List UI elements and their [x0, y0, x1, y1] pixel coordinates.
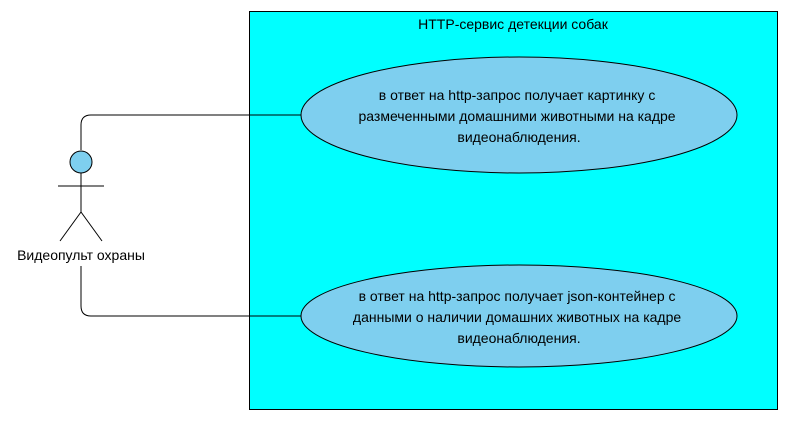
actor-right-leg: [80, 211, 103, 242]
use-case-ellipse: [300, 56, 738, 174]
actor-label: Видеопульт охраны: [17, 247, 145, 263]
actor-head: [69, 150, 93, 174]
system-title: HTTP-сервис детекции собак: [418, 16, 609, 32]
use-case-text: в ответ на http-запрос получает json-кон…: [353, 288, 685, 346]
use-case-line: данными о наличии домашних животных на к…: [353, 309, 681, 325]
use-case-ellipse: [300, 264, 738, 368]
use-case-line: видеонаблюдения.: [457, 330, 580, 346]
use-case-line: размеченными домашними животными на кадр…: [359, 108, 676, 124]
use-case-line: в ответ на http-запрос получает json-кон…: [359, 288, 676, 304]
use-case-line: в ответ на http-запрос получает картинку…: [379, 87, 656, 103]
use-case-line: видеонаблюдения.: [457, 129, 580, 145]
actor-security-console[interactable]: Видеопульт охраны: [17, 150, 145, 263]
use-case-image-response[interactable]: в ответ на http-запрос получает картинку…: [300, 56, 738, 174]
use-case-text: в ответ на http-запрос получает картинку…: [359, 87, 680, 145]
association-line-1: [80, 114, 301, 150]
association-line-2: [80, 266, 301, 317]
actor-left-leg: [59, 211, 82, 242]
use-case-json-response[interactable]: в ответ на http-запрос получает json-кон…: [300, 264, 738, 368]
